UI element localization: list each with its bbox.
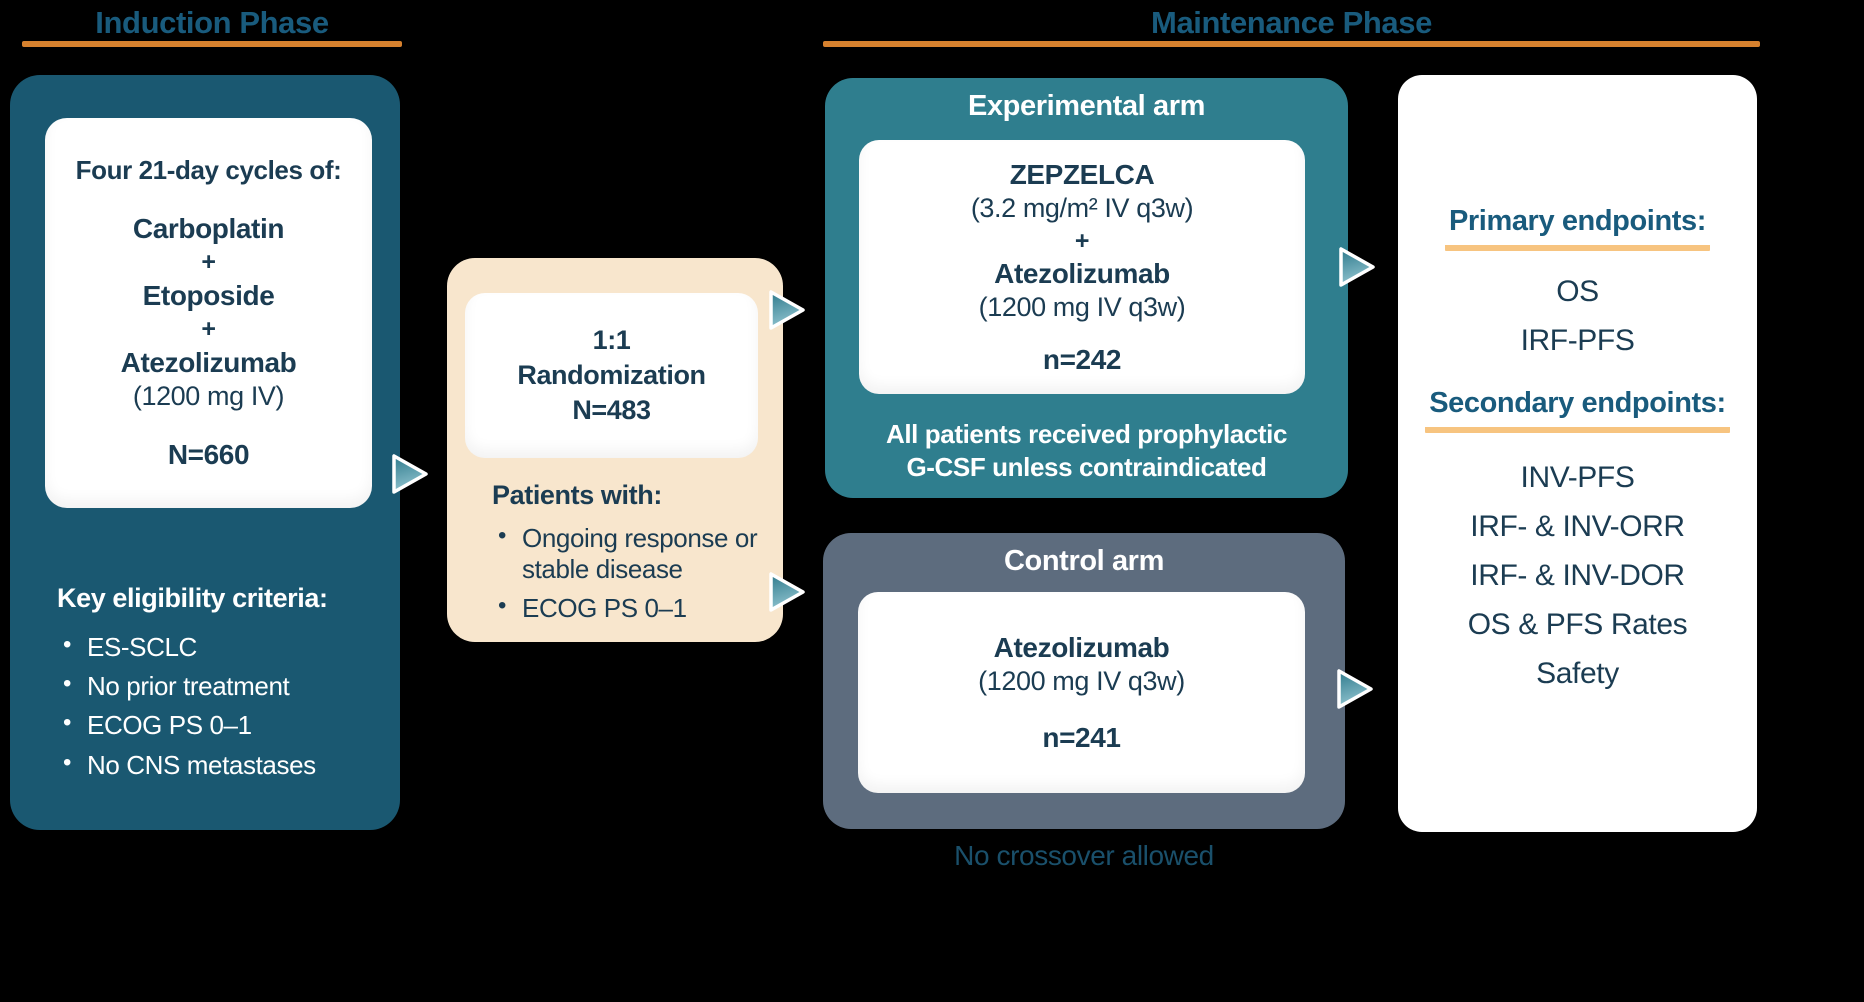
arrow-experimental-to-endpoints <box>1339 247 1375 287</box>
cycles-heading: Four 21-day cycles of: <box>75 155 342 186</box>
drug-zepzelca: ZEPZELCA <box>1009 158 1155 190</box>
control-arm-header: Control arm <box>1004 545 1164 577</box>
list-item: Ongoing response or stable disease <box>492 522 764 585</box>
maintenance-phase-rule <box>823 41 1760 47</box>
patients-with-heading: Patients with: <box>492 480 662 510</box>
eligibility-section: Key eligibility criteria: ES-SCLC No prio… <box>57 583 392 789</box>
gcsf-note-line1: All patients received prophylactic <box>885 419 1288 449</box>
list-item: IRF- & INV-ORR <box>1470 510 1685 543</box>
randomization-ratio: 1:1 <box>592 324 631 355</box>
experimental-arm-header: Experimental arm <box>968 90 1205 122</box>
list-item: IRF-PFS <box>1520 324 1635 357</box>
gcsf-note: All patients received prophylactic G-CSF… <box>825 418 1348 483</box>
gcsf-note-line2: G-CSF unless contraindicated <box>906 451 1267 482</box>
drug-atezolizumab: Atezolizumab <box>993 631 1170 663</box>
experimental-arm-box: Experimental arm ZEPZELCA (3.2 mg/m² IV … <box>825 78 1348 498</box>
secondary-endpoints-heading: Secondary endpoints: <box>1425 387 1730 433</box>
primary-endpoints-list: OS IRF-PFS <box>1521 267 1635 365</box>
drug-atezolizumab-dose: (1200 mg IV q3w) <box>978 666 1185 697</box>
drug-atezolizumab-dose: (1200 mg IV q3w) <box>978 292 1186 323</box>
list-item: No CNS metastases <box>57 749 392 781</box>
list-item: ES-SCLC <box>57 631 392 663</box>
endpoints-box: Primary endpoints: OS IRF-PFS Secondary e… <box>1398 75 1757 832</box>
list-item: OS & PFS Rates <box>1467 608 1688 641</box>
eligibility-heading: Key eligibility criteria: <box>57 583 328 613</box>
patients-with-list: Ongoing response or stable diseaseECOG P… <box>492 522 764 625</box>
control-arm-card: Atezolizumab (1200 mg IV q3w) n=241 <box>858 592 1305 793</box>
secondary-endpoints-list: INV-PFS IRF- & INV-ORR IRF- & INV-DOR OS & … <box>1467 453 1688 698</box>
drug-atezolizumab: Atezolizumab <box>994 258 1170 290</box>
randomization-n-value: N=483 <box>572 395 651 426</box>
arrow-randomization-to-experimental <box>769 290 805 330</box>
patients-with-section: Patients with: Ongoing response or stabl… <box>492 480 764 633</box>
list-item: Safety <box>1536 657 1619 690</box>
list-item: INV-PFS <box>1520 461 1635 494</box>
list-item: No prior treatment <box>57 670 392 702</box>
randomization-box: 1:1 Randomization N=483 Patients with: O… <box>447 258 783 642</box>
no-crossover-note: No crossover allowed <box>954 840 1214 871</box>
induction-treatment-card: Four 21-day cycles of: Carboplatin + Eto… <box>45 118 372 508</box>
eligibility-list: ES-SCLC No prior treatmentECOG PS 0–1 No C… <box>57 631 392 781</box>
list-item: IRF- & INV-DOR <box>1470 559 1685 592</box>
experimental-arm-card: ZEPZELCA (3.2 mg/m² IV q3w) + Atezolizum… <box>859 140 1305 394</box>
experimental-n-value: n=242 <box>1042 344 1122 376</box>
plus-sign: + <box>201 315 216 344</box>
plus-sign: + <box>1074 226 1090 255</box>
randomization-card: 1:1 Randomization N=483 <box>465 293 758 458</box>
list-item: OS <box>1556 275 1599 308</box>
induction-phase-rule <box>22 41 402 47</box>
drug-carboplatin: Carboplatin <box>132 213 285 245</box>
drug-zepzelca-dose: (3.2 mg/m² IV q3w) <box>970 192 1194 223</box>
list-item: ECOG PS 0–1 <box>57 709 392 741</box>
drug-atezolizumab: Atezolizumab <box>120 346 297 378</box>
arrow-induction-to-randomization <box>392 454 428 494</box>
induction-n-value: N=660 <box>167 438 250 470</box>
drug-atezolizumab-dose: (1200 mg IV) <box>132 380 285 411</box>
control-arm-box: Control arm Atezolizumab (1200 mg IV q3w… <box>823 533 1345 829</box>
maintenance-phase-title: Maintenance Phase <box>1151 5 1432 40</box>
control-n-value: n=241 <box>1042 722 1121 754</box>
induction-phase-title: Induction Phase <box>95 5 329 40</box>
randomization-label: Randomization <box>517 359 706 390</box>
arrow-randomization-to-control <box>769 572 805 612</box>
arrow-control-to-endpoints <box>1337 669 1373 709</box>
induction-box: Four 21-day cycles of: Carboplatin + Eto… <box>10 75 400 830</box>
primary-endpoints-heading: Primary endpoints: <box>1444 205 1711 251</box>
plus-sign: + <box>201 248 216 277</box>
list-item: ECOG PS 0–1 <box>492 592 764 624</box>
drug-etoposide: Etoposide <box>142 279 275 311</box>
